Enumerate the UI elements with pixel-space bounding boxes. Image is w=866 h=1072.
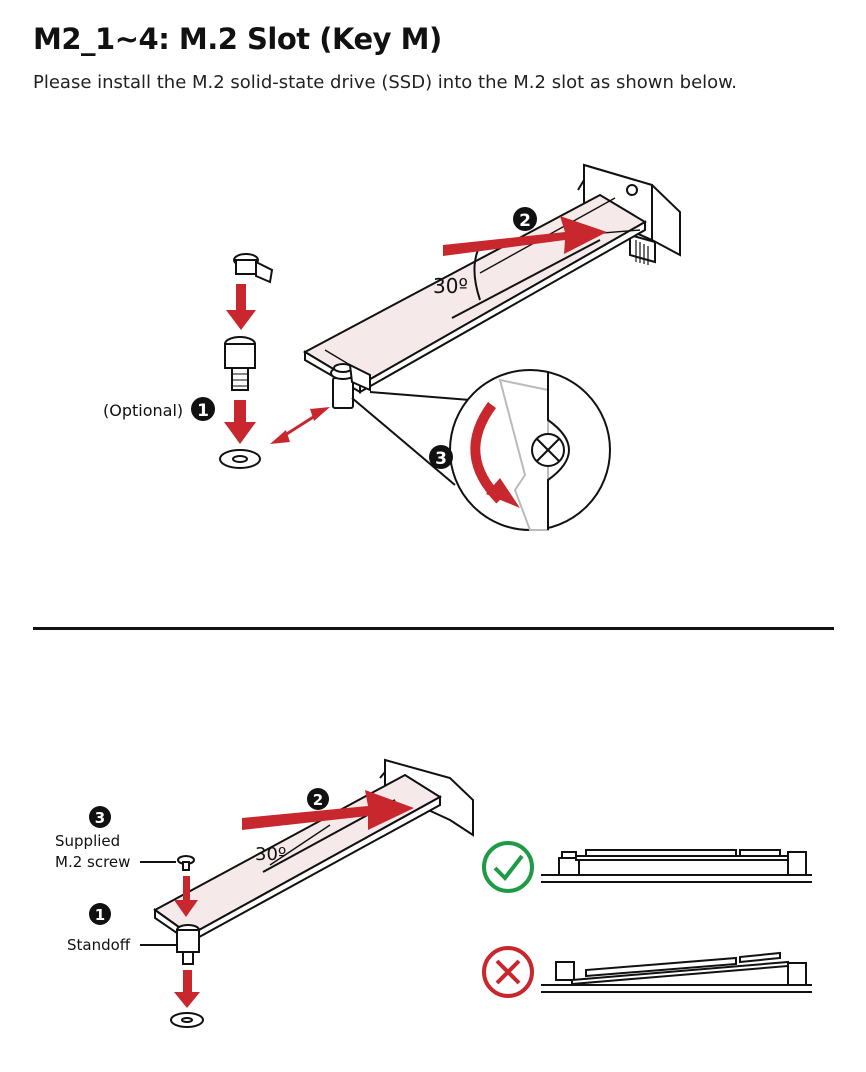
bottom-step-2-number: 2 [313, 791, 323, 809]
step-1-number: 1 [197, 401, 209, 421]
screw-label-line2: M.2 screw [55, 853, 130, 871]
bottom-washer-part [170, 1012, 204, 1028]
wrong-side-view [541, 951, 812, 993]
standoff-down-arrow [174, 970, 200, 1008]
bottom-insert-arrow [242, 790, 414, 830]
bottom-standoff-part [176, 924, 200, 965]
correct-check-icon [482, 841, 534, 893]
angle-arc [473, 249, 481, 301]
angle-reference-line [451, 239, 601, 319]
connector-pins [635, 240, 649, 265]
bottom-step-2-badge [307, 788, 329, 810]
section-divider [33, 627, 834, 630]
bottom-ssd-board [153, 773, 442, 944]
step-2-badge [513, 207, 537, 231]
screw-label-line1: Supplied [55, 832, 120, 850]
top-installation-diagram: 30º 2 (Optional) 1 [103, 163, 681, 531]
step-1-badge [191, 397, 215, 421]
page-subtitle: Please install the M.2 solid-state drive… [33, 72, 737, 93]
down-arrow-2 [224, 400, 256, 444]
step-3-number: 3 [435, 449, 447, 469]
board-standoff-screw [330, 363, 371, 409]
bottom-step-1-number: 1 [95, 906, 105, 924]
insert-arrow [443, 216, 607, 256]
optional-label: (Optional) [103, 401, 183, 420]
bottom-step-3-badge [89, 806, 111, 828]
rotate-arrow-head [486, 478, 520, 508]
washer-part [219, 449, 261, 469]
m2-screw-part [177, 855, 195, 871]
step-2-number: 2 [519, 211, 531, 231]
down-arrow-1 [226, 284, 256, 330]
screw-down-arrow [174, 876, 198, 917]
page-title: M2_1~4: M.2 Slot (Key M) [33, 22, 442, 56]
adjust-double-arrow [270, 407, 330, 444]
wrong-x-icon [482, 946, 534, 998]
angle-label: 30º [433, 274, 468, 298]
standoff-label: Standoff [67, 936, 131, 954]
bottom-step-3-number: 3 [95, 809, 105, 827]
correct-side-view [541, 849, 812, 883]
bottom-step-1-badge [89, 903, 111, 925]
standoff-part [224, 336, 256, 391]
bottom-angle-label: 30º [255, 844, 286, 865]
top-screw-part [233, 253, 274, 284]
step-3-badge [429, 445, 453, 469]
